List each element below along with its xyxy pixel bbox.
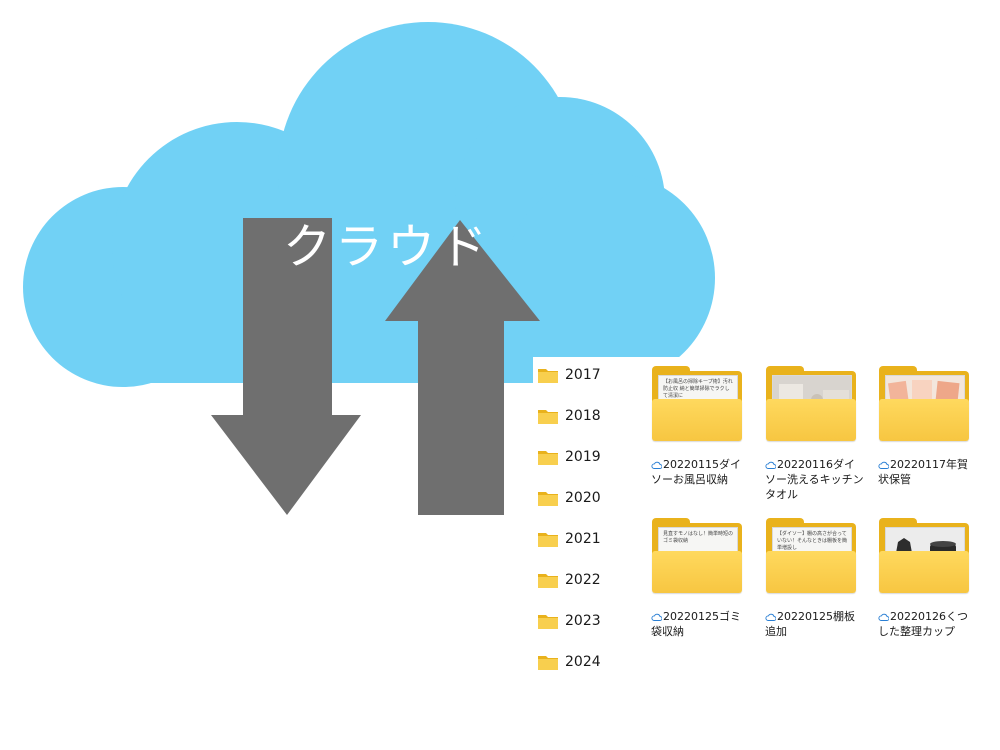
folder-name: 20220125棚板追加 <box>765 609 865 639</box>
folder-name-text: 20220126くつした整理カップ <box>878 610 968 638</box>
folder-name-text: 20220115ダイソーお風呂収納 <box>651 458 741 486</box>
year-label: 2023 <box>565 613 601 629</box>
year-folder-2022[interactable]: 2022 <box>533 562 633 598</box>
folder-icon <box>538 410 558 424</box>
year-label: 2019 <box>565 449 601 465</box>
folder-item[interactable]: 20220117年賀状保管 <box>872 357 980 497</box>
folder-item[interactable]: 【ダイソー】棚の高さが合っていない！そんなときは棚板を簡単増設し 2022012… <box>759 509 867 649</box>
year-folder-list: 2017 2018 2019 2020 2021 2022 2023 2024 <box>533 357 643 687</box>
folder-name-text: 20220117年賀状保管 <box>878 458 968 486</box>
folder-name-text: 20220125ゴミ袋収納 <box>651 610 741 638</box>
folder-icon <box>538 369 558 383</box>
folder-icon <box>538 574 558 588</box>
year-folder-2018[interactable]: 2018 <box>533 398 633 434</box>
folder-item[interactable]: 20220126くつした整理カップ <box>872 509 980 649</box>
year-folder-2024[interactable]: 2024 <box>533 644 633 680</box>
folder-icon <box>538 533 558 547</box>
download-arrow <box>211 218 361 515</box>
folder-name-text: 20220125棚板追加 <box>765 610 855 638</box>
folder-icon <box>538 656 558 670</box>
folder-icon: 見直すモノはなし！簡単時短のゴミ袋収納 <box>652 518 742 593</box>
year-label: 2021 <box>565 531 601 547</box>
folder-icon: 【お風呂の掃除キープ術】汚れ防止収 納と簡単掃除でラクして清潔に <box>652 366 742 441</box>
year-folder-2023[interactable]: 2023 <box>533 603 633 639</box>
folder-icon <box>538 615 558 629</box>
cloud-icon <box>878 461 889 469</box>
year-folder-2020[interactable]: 2020 <box>533 480 633 516</box>
cloud-icon <box>878 613 889 621</box>
year-label: 2020 <box>565 490 601 506</box>
thumbnail-text: 見直すモノはなし！簡単時短のゴミ袋収納 <box>663 531 734 544</box>
cloud-title: クラウド <box>283 219 492 275</box>
year-folder-2019[interactable]: 2019 <box>533 439 633 475</box>
year-folder-2017[interactable]: 2017 <box>533 357 633 393</box>
folder-icon <box>879 518 969 593</box>
folder-icon: 【ダイソー】棚の高さが合っていない！そんなときは棚板を簡単増設し <box>766 518 856 593</box>
folder-icon <box>538 492 558 506</box>
year-label: 2017 <box>565 367 601 383</box>
year-folder-2021[interactable]: 2021 <box>533 521 633 557</box>
folder-name: 20220125ゴミ袋収納 <box>651 609 751 639</box>
folder-name: 20220117年賀状保管 <box>878 457 978 487</box>
thumbnail-text: 【お風呂の掃除キープ術】汚れ防止収 納と簡単掃除でラクして清潔に <box>663 379 733 399</box>
folder-item[interactable]: 見直すモノはなし！簡単時短のゴミ袋収納 20220125ゴミ袋収納 <box>645 509 753 649</box>
folder-icon <box>879 366 969 441</box>
folder-icon <box>538 451 558 465</box>
cloud-icon <box>765 613 776 621</box>
year-label: 2018 <box>565 408 601 424</box>
folder-grid: 【お風呂の掃除キープ術】汚れ防止収 納と簡単掃除でラクして清潔に 2022011… <box>640 357 980 657</box>
folder-name: 20220126くつした整理カップ <box>878 609 978 639</box>
cloud-icon <box>651 613 662 621</box>
cloud-icon <box>765 461 776 469</box>
thumbnail-text: 【ダイソー】棚の高さが合っていない！そんなときは棚板を簡単増設し <box>777 531 848 551</box>
folder-name-text: 20220116ダイソー洗えるキッチンタオル <box>765 458 864 501</box>
folder-name: 20220116ダイソー洗えるキッチンタオル <box>765 457 865 502</box>
year-label: 2022 <box>565 572 601 588</box>
cloud-icon <box>651 461 662 469</box>
folder-item[interactable]: 【お風呂の掃除キープ術】汚れ防止収 納と簡単掃除でラクして清潔に 2022011… <box>645 357 753 497</box>
folder-item[interactable]: 20220116ダイソー洗えるキッチンタオル <box>759 357 867 501</box>
folder-icon <box>766 366 856 441</box>
year-label: 2024 <box>565 654 601 670</box>
folder-name: 20220115ダイソーお風呂収納 <box>651 457 751 487</box>
upload-arrow <box>385 220 540 515</box>
cloud-shape <box>23 22 715 387</box>
